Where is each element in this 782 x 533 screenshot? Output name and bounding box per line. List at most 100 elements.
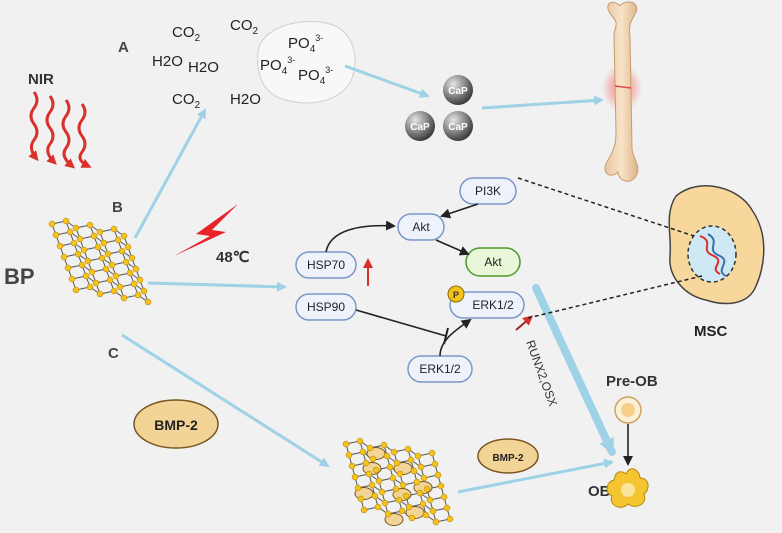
phosphorus-atom: [420, 474, 428, 482]
phosphorus-atom: [52, 231, 60, 239]
h2o-formula-2: H2O: [188, 59, 219, 76]
phosphorus-atom: [375, 477, 383, 485]
phosphorus-atom: [110, 225, 118, 233]
phosphorus-atom: [84, 257, 92, 265]
phosphorus-atom: [122, 258, 130, 266]
dna-strand: [699, 235, 721, 275]
phosphorus-atom: [72, 286, 80, 294]
phosphorus-atom: [120, 294, 128, 302]
phosphorus-atom: [86, 283, 94, 291]
phosphorus-atom: [374, 503, 382, 511]
phosphorus-atom: [360, 506, 368, 514]
arrow-bp-to-molecules: [133, 108, 207, 239]
phosphorus-atom: [342, 440, 350, 448]
po4-formula-2: PO43-: [260, 55, 295, 77]
phosphorus-atom: [357, 495, 365, 503]
phosphorus-atom: [413, 478, 421, 486]
phosphorus-atom: [395, 496, 403, 504]
phosphorus-atom: [393, 459, 401, 467]
phosphorus-atom: [428, 449, 436, 457]
bp-nanosheet: [48, 217, 152, 306]
section-c-label: C: [108, 345, 119, 362]
phosphorus-atom: [128, 254, 136, 262]
phosphorus-atom: [130, 280, 138, 288]
phosphorus-atom: [96, 228, 104, 236]
svg-text:HSP70: HSP70: [307, 258, 345, 272]
phosphorus-atom: [408, 514, 416, 522]
arrow-bp-to-hsp: [147, 281, 287, 292]
phosphorus-atom: [398, 507, 406, 515]
phosphorus-atom: [362, 459, 370, 467]
phosphorus-atom: [390, 448, 398, 456]
arrow-composite-to-ob: [457, 458, 614, 494]
phosphorus-atom: [98, 254, 106, 262]
phosphorus-atom: [431, 460, 439, 468]
arrow-ions-to-cap: [344, 64, 430, 98]
phosphorus-atom: [66, 228, 74, 236]
phosphorus-atom: [354, 484, 362, 492]
phosphorus-atom: [405, 503, 413, 511]
phosphorus-atom: [140, 287, 148, 295]
co2-formula-3: CO2: [172, 91, 201, 111]
phosphorus-atom: [62, 217, 70, 225]
arrow-pi3k-to-akt: [440, 203, 479, 219]
phosphorus-atom: [70, 239, 78, 247]
phosphorus-atom: [80, 246, 88, 254]
bp-label: BP: [4, 264, 35, 289]
runx-osx-label: RUNX2,OSX: [523, 338, 560, 408]
phosphorus-atom: [92, 279, 100, 287]
heat-lightning-icon: [174, 204, 238, 256]
bone-illustration: [602, 1, 642, 182]
phosphate-badge: P: [447, 285, 465, 303]
phosphorus-atom: [356, 437, 364, 445]
upregulation-arrow-runx: [515, 315, 534, 331]
phosphorus-atom: [440, 493, 448, 501]
phosphorus-atom: [381, 499, 389, 507]
phosphorus-atom: [419, 500, 427, 508]
phosphorus-atom: [144, 298, 152, 306]
phosphorus-atom: [112, 272, 120, 280]
phosphorus-atom: [407, 456, 415, 464]
phosphorus-atom: [126, 269, 134, 277]
arrow-hsp70-to-akt: [325, 220, 396, 253]
phosphorus-atom: [76, 235, 84, 243]
phosphorus-atom: [396, 470, 404, 478]
phosphorus-atom: [378, 488, 386, 496]
arrow-cap-to-bone: [481, 95, 604, 110]
ob-label: OB: [588, 483, 611, 500]
phosphorus-atom: [414, 452, 422, 460]
phosphate-cloud: [257, 21, 356, 104]
svg-text:CaP: CaP: [410, 122, 430, 133]
node-akt-active: Akt: [465, 247, 521, 277]
phosphorus-atom: [116, 283, 124, 291]
co2-formula-2: CO2: [230, 17, 259, 37]
dna-strand: [707, 233, 727, 277]
phosphorus-atom: [104, 250, 112, 258]
phosphorus-atom: [68, 275, 76, 283]
phosphorus-atom: [446, 515, 454, 523]
phosphorus-atom: [124, 243, 132, 251]
phosphorus-atom: [110, 287, 118, 295]
phosphorus-atom: [365, 470, 373, 478]
h2o-formula-3: H2O: [230, 91, 261, 108]
phosphorus-atom: [78, 261, 86, 269]
phosphorus-atom: [366, 444, 374, 452]
phosphorus-atom: [380, 441, 388, 449]
phosphorus-atom: [369, 455, 377, 463]
h2o-formula-1: H2O: [152, 53, 183, 70]
phosphorus-atom: [386, 463, 394, 471]
nir-label: NIR: [28, 71, 54, 88]
phosphorus-atom: [410, 467, 418, 475]
phosphorus-atom: [404, 445, 412, 453]
nir-rays: [28, 91, 92, 169]
svg-text:Akt: Akt: [412, 220, 430, 234]
phosphorus-atom: [90, 232, 98, 240]
phosphorus-atom: [368, 481, 376, 489]
arrow-signaling-to-ob: [532, 284, 616, 456]
phosphorus-atom: [132, 265, 140, 273]
preob-cell: [614, 396, 642, 424]
msc-label: MSC: [694, 323, 728, 340]
section-a-label: A: [118, 39, 129, 56]
cap-sphere: CaP: [443, 111, 473, 141]
